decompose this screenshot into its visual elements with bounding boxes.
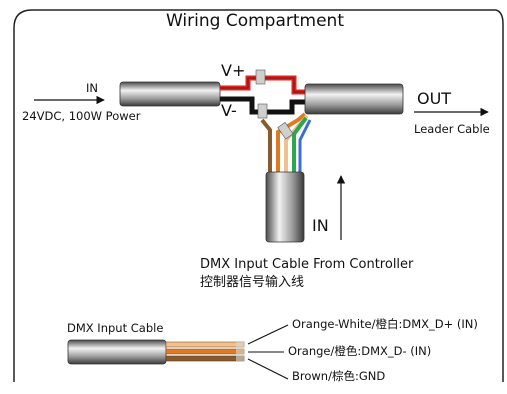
diagram-title: Wiring Compartment bbox=[166, 11, 344, 31]
wire-label-orange-white: Orange-White/橙白:DMX_D+ (IN) bbox=[292, 317, 478, 331]
dmx-wire-orange-top bbox=[276, 112, 307, 176]
compartment-frame bbox=[13, 9, 496, 382]
wire-label-brown: Brown/棕色:GND bbox=[292, 369, 386, 383]
dmx-detail-wire-2 bbox=[165, 348, 245, 355]
v-minus-label: V- bbox=[221, 101, 237, 120]
leader-cable-label: Leader Cable bbox=[414, 122, 490, 136]
out-label: OUT bbox=[417, 89, 452, 108]
dmx-leader-line-3 bbox=[247, 358, 289, 380]
compartment-frame-right bbox=[495, 9, 504, 382]
v-minus-connector bbox=[257, 103, 268, 119]
dmx-detail-title: DMX Input Cable bbox=[67, 321, 164, 335]
dmx-input-cable bbox=[265, 171, 305, 243]
v-plus-label: V+ bbox=[221, 61, 246, 80]
leader-cable bbox=[304, 83, 404, 115]
dmx-caption-en: DMX Input Cable From Controller bbox=[200, 257, 414, 272]
dmx-detail-wire-1 bbox=[165, 341, 245, 348]
dmx-wire-green bbox=[292, 116, 308, 176]
dmx-wire-brown-top bbox=[260, 118, 272, 176]
dmx-in-label: IN bbox=[312, 216, 329, 235]
dmx-connector bbox=[277, 121, 294, 140]
dmx-detail-wire-3 bbox=[165, 355, 245, 362]
dmx-wire-blue bbox=[298, 119, 312, 176]
v-minus-wire bbox=[220, 96, 310, 115]
v-plus-connector bbox=[255, 69, 266, 85]
power-in-label: IN bbox=[86, 81, 98, 95]
power-spec-label: 24VDC, 100W Power bbox=[22, 109, 141, 123]
power-input-cable bbox=[119, 81, 221, 107]
dmx-leader-line-1 bbox=[247, 324, 289, 345]
dmx-detail-cable bbox=[67, 339, 167, 365]
dmx-caption-zh: 控制器信号输入线 bbox=[200, 275, 305, 290]
wire-label-orange: Orange/橙色:DMX_D- (IN) bbox=[288, 344, 432, 358]
